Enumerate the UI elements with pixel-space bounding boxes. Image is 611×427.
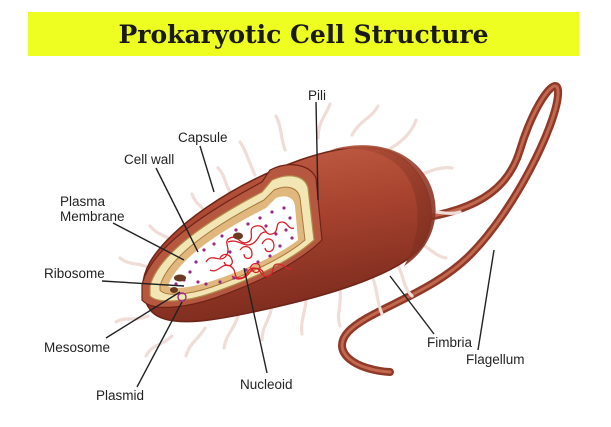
leader-lines <box>101 101 495 388</box>
nucleoid-dna <box>205 221 295 280</box>
label-cell-wall: Cell wall <box>124 152 175 167</box>
label-fimbria: Fimbria <box>427 335 473 350</box>
diagram-title: Prokaryotic Cell Structure <box>118 19 489 49</box>
label-pili: Pili <box>308 88 327 103</box>
flagellum <box>338 82 563 376</box>
label-plasmid: Plasmid <box>96 388 145 403</box>
label-plasma-membrane-line2: Membrane <box>60 209 125 224</box>
label-ribosome: Ribosome <box>44 266 105 281</box>
label-plasma-membrane-line1: Plasma <box>60 194 106 209</box>
mesosome-blobs <box>170 232 243 293</box>
plasmid <box>177 292 187 302</box>
ribosomes <box>174 206 294 286</box>
label-mesosome: Mesosome <box>44 340 111 355</box>
label-nucleoid: Nucleoid <box>240 377 293 392</box>
label-flagellum: Flagellum <box>466 352 525 367</box>
label-capsule: Capsule <box>178 130 228 145</box>
pili <box>114 102 462 358</box>
title-band: Prokaryotic Cell Structure <box>28 12 579 56</box>
